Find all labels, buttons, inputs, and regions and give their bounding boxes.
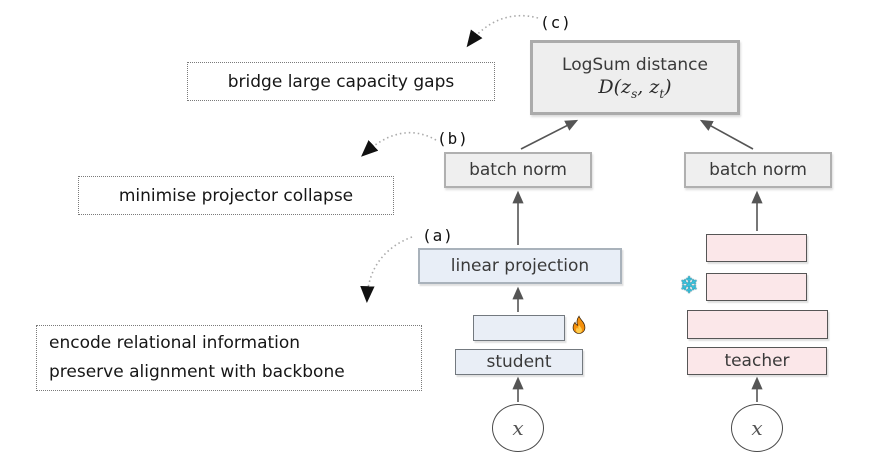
- label-b: (b): [437, 129, 469, 148]
- node-batch-norm-student: batch norm: [444, 152, 592, 188]
- node-batch-norm-teacher: batch norm: [684, 152, 832, 188]
- batch-norm-teacher-label: batch norm: [709, 160, 807, 180]
- arrow-batch-norm-student-to-logsum: [520, 119, 579, 150]
- dotted-arrow-c: [466, 14, 539, 48]
- batch-norm-student-label: batch norm: [469, 160, 567, 180]
- formula-z1: z: [621, 75, 632, 98]
- label-a: (a): [422, 226, 454, 245]
- formula-open: D(: [598, 75, 622, 98]
- dotted-arrow-b: [361, 132, 437, 157]
- dotted-arrow-a: [360, 236, 413, 303]
- formula-z2: z: [649, 75, 660, 98]
- annotation-projector-collapse: minimise projector collapse: [78, 176, 394, 215]
- annotation-relational-information: encode relational information preserve a…: [36, 325, 422, 391]
- node-logsum-distance: LogSum distance D(zs, zt): [530, 40, 740, 115]
- node-teacher-layer-top: [706, 234, 807, 262]
- label-c: (c): [540, 13, 572, 32]
- node-teacher-layer-wide: [687, 310, 828, 339]
- annotation-collapse-text: minimise projector collapse: [118, 185, 354, 206]
- input-teacher-label: x: [751, 416, 763, 440]
- arrow-batch-norm-teacher-to-logsum: [699, 119, 754, 150]
- formula-comma: ,: [637, 75, 650, 98]
- teacher-label: teacher: [724, 351, 790, 371]
- formula-sub2: t: [659, 86, 665, 101]
- annotation-encode-line1: encode relational information: [49, 333, 301, 353]
- input-student-label: x: [512, 416, 524, 440]
- node-teacher-layer-mid: [706, 273, 807, 301]
- node-student-backbone: student: [455, 349, 583, 375]
- linear-projection-label: linear projection: [450, 256, 590, 276]
- fire-icon: [566, 314, 592, 340]
- formula-sub1: s: [631, 86, 638, 101]
- input-node-student: x: [492, 404, 544, 452]
- node-linear-projection: linear projection: [418, 248, 622, 284]
- snowflake-glyph: ❄: [679, 272, 699, 299]
- snowflake-icon: ❄: [677, 274, 701, 298]
- input-node-teacher: x: [731, 404, 783, 452]
- logsum-formula: D(zs, zt): [598, 76, 671, 101]
- node-teacher-backbone: teacher: [687, 347, 827, 375]
- logsum-title: LogSum distance: [562, 54, 708, 75]
- formula-close: ): [664, 75, 672, 98]
- annotation-encode-line2: preserve alignment with backbone: [49, 362, 345, 382]
- student-label: student: [486, 352, 552, 372]
- node-student-representation: [473, 315, 565, 341]
- annotation-bridge-capacity-gaps: bridge large capacity gaps: [187, 62, 495, 101]
- annotation-bridge-text: bridge large capacity gaps: [227, 71, 455, 92]
